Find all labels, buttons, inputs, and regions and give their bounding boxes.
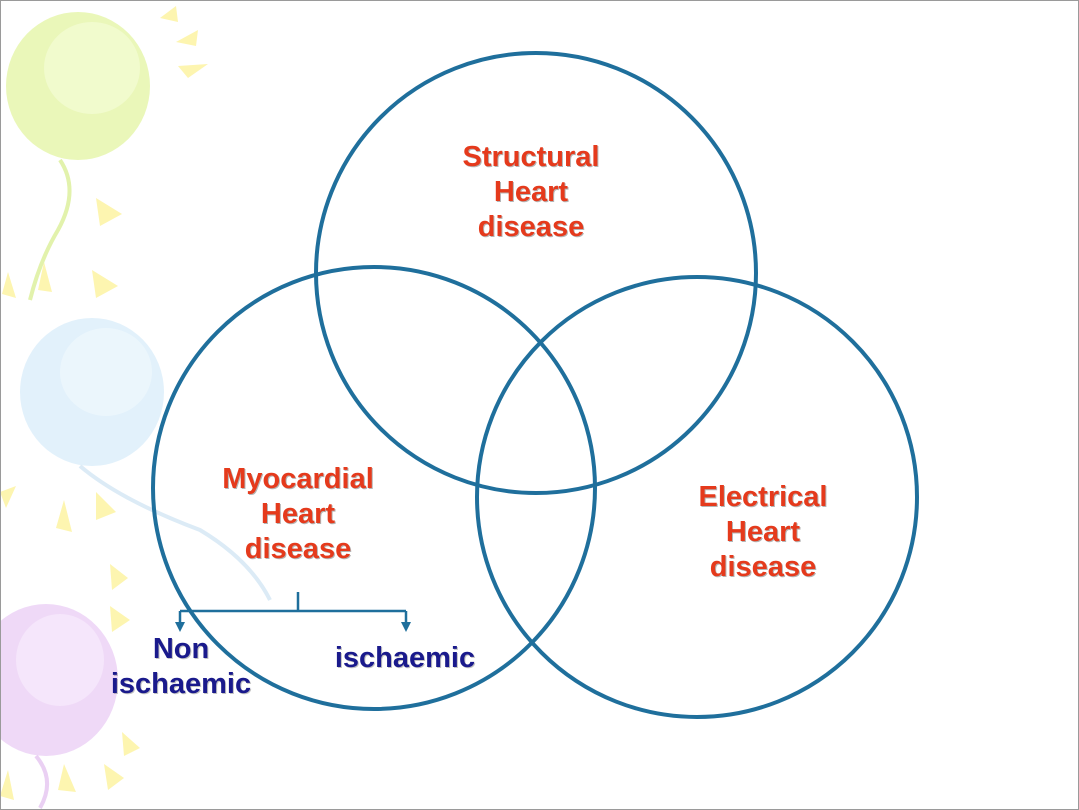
branch-connector	[180, 592, 406, 624]
label-line: disease	[198, 532, 398, 567]
arrow-down-icon	[175, 622, 185, 632]
label-line: ischaemic	[86, 667, 276, 702]
label-line: Heart	[198, 497, 398, 532]
electrical-heart-disease-label: Electrical Heart disease	[668, 480, 858, 584]
label-line: ischaemic	[310, 641, 500, 676]
label-line: disease	[668, 550, 858, 585]
structural-circle	[316, 53, 756, 493]
arrow-down-icon	[401, 622, 411, 632]
label-line: Non	[86, 632, 276, 667]
structural-heart-disease-label: Structural Heart disease	[436, 140, 626, 244]
label-line: Heart	[668, 515, 858, 550]
label-line: Structural	[436, 140, 626, 175]
label-line: disease	[436, 210, 626, 245]
label-line: Myocardial	[198, 462, 398, 497]
ischaemic-label: ischaemic	[310, 641, 500, 676]
non-ischaemic-label: Non ischaemic	[86, 632, 276, 702]
myocardial-heart-disease-label: Myocardial Heart disease	[198, 462, 398, 566]
label-line: Electrical	[668, 480, 858, 515]
label-line: Heart	[436, 175, 626, 210]
